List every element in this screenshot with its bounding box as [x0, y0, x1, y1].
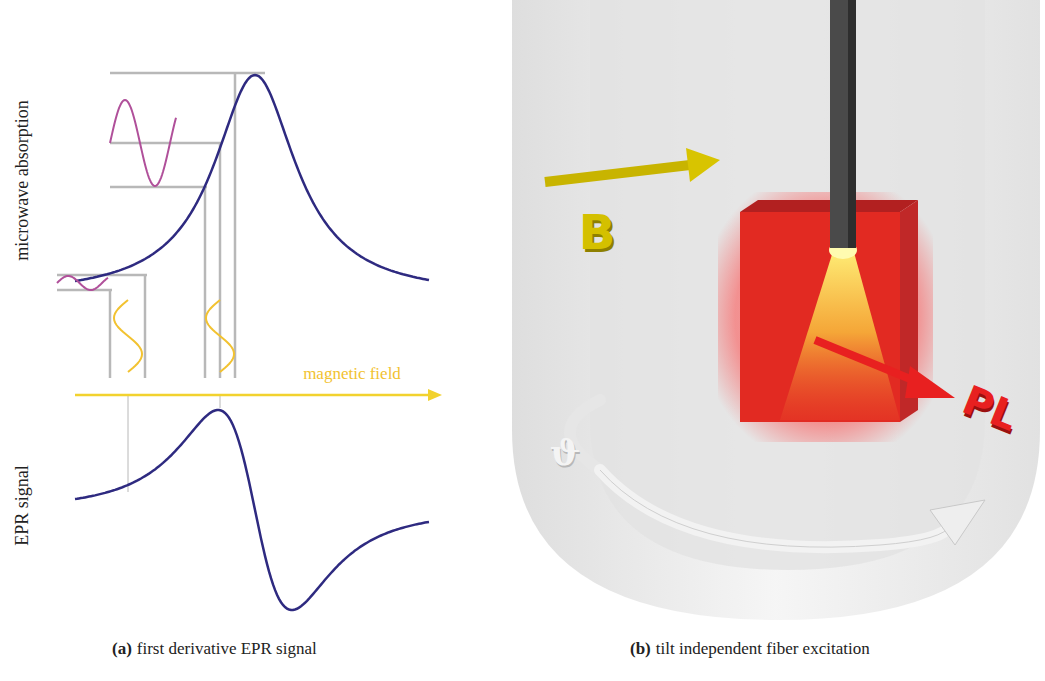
rotation-arrow	[600, 470, 950, 547]
b-field-label: B	[579, 204, 616, 260]
glow	[718, 192, 933, 442]
axis-label: magnetic field	[303, 364, 401, 384]
small-modulation-wave	[57, 276, 108, 290]
inner-tube	[590, 0, 985, 570]
caption: first derivative EPR signal	[137, 639, 317, 659]
caption-tag: (b)	[630, 639, 651, 659]
axis-label: microwave absorption	[12, 100, 33, 260]
axis-label: EPR signal	[12, 465, 33, 546]
modulation-wave	[110, 100, 176, 186]
epr-signal-curve	[75, 410, 429, 610]
b-field-arrow	[545, 165, 690, 182]
field-modulation-wave-0	[114, 300, 142, 372]
pl-arrowhead	[905, 366, 955, 398]
fiber	[830, 0, 856, 248]
light-cone	[780, 245, 900, 420]
guide-lines	[57, 73, 265, 378]
b-arrowhead	[686, 148, 720, 182]
field-modulation-wave-1	[206, 300, 234, 372]
absorption-curve	[75, 75, 429, 281]
fiber-shade	[848, 0, 856, 248]
pl-arrow	[815, 340, 920, 383]
field-arrowhead	[428, 389, 442, 401]
rotation-arrow-edge	[600, 470, 950, 547]
sample-top	[740, 200, 918, 212]
tilt-angle-label: ϑ	[550, 431, 581, 473]
caption-tag: (a)	[112, 639, 132, 659]
caption: tilt independent fiber excitation	[656, 639, 870, 659]
sample	[740, 212, 900, 422]
field-axis	[75, 394, 430, 397]
rotation-arrowhead	[930, 500, 985, 545]
outer-tube	[512, 0, 1040, 620]
